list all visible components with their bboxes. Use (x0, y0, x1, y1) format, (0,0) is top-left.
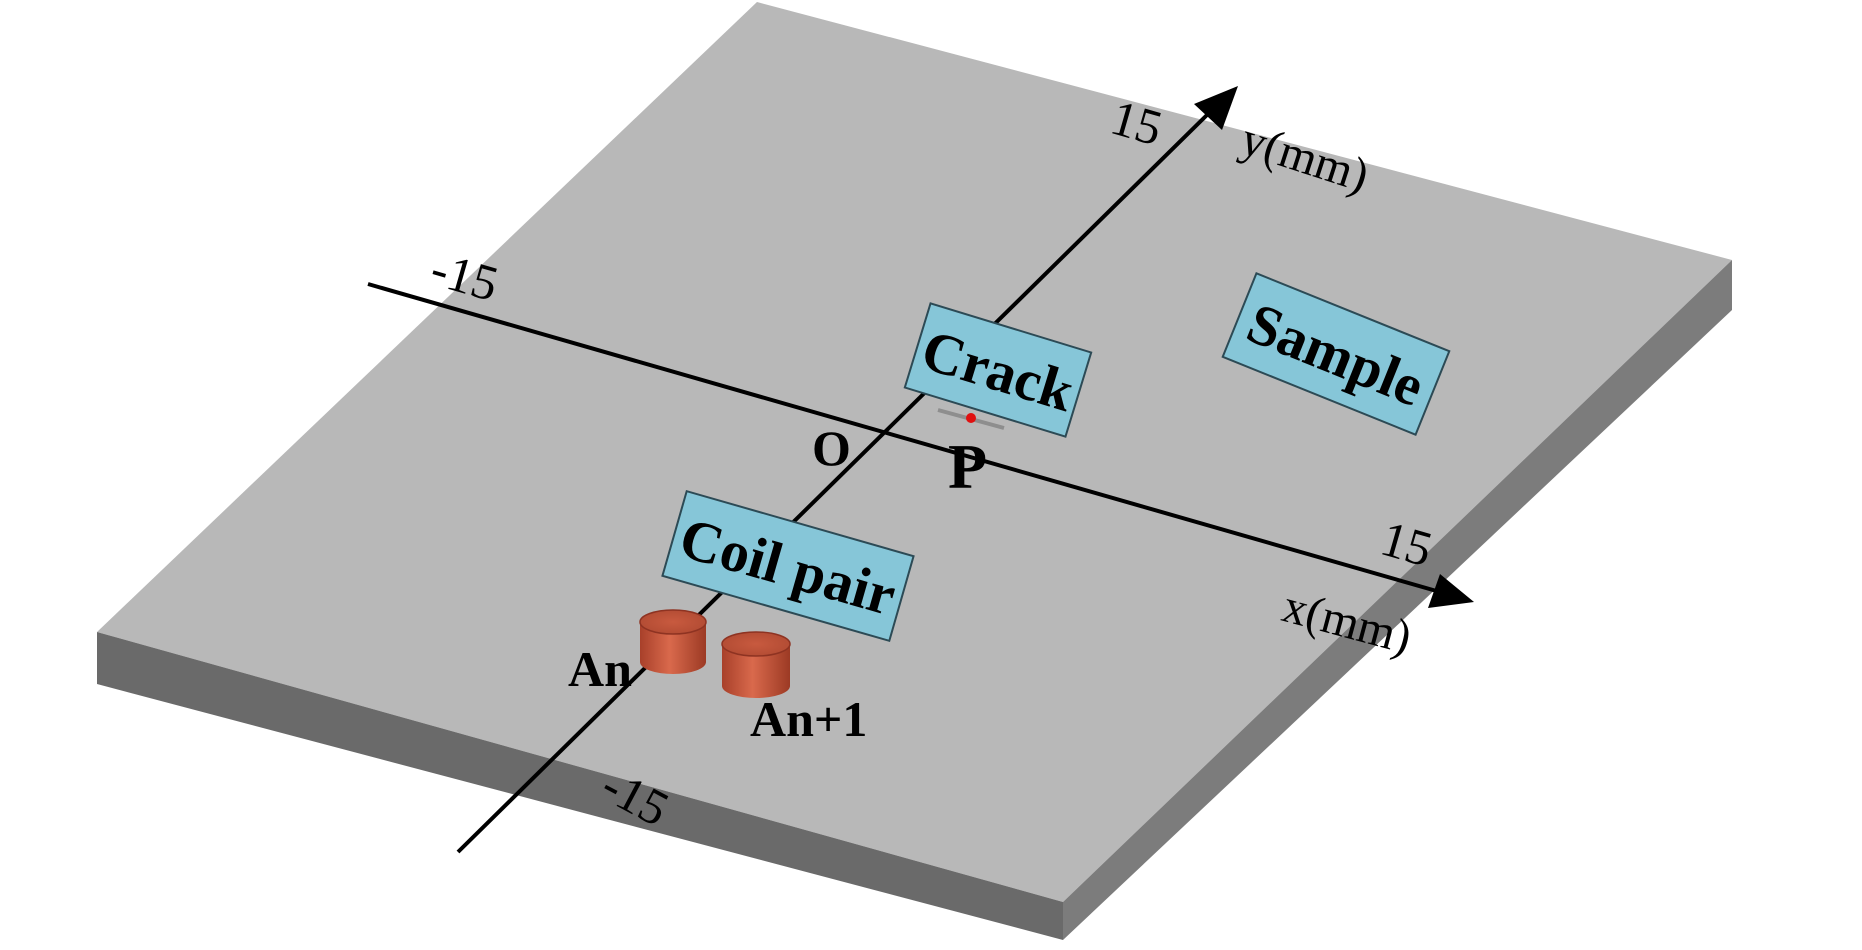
plate-side-face (1063, 260, 1732, 940)
point-p-marker (966, 413, 976, 423)
coil-pair-label-box: Coil pair (661, 489, 915, 643)
sample-plate (97, 2, 1732, 940)
plate-top-face (97, 2, 1732, 902)
plate-front-face (97, 632, 1063, 940)
x-axis (367, 282, 1474, 608)
origin-label: O (812, 420, 851, 476)
crack (937, 408, 1005, 430)
x-axis-arrowhead (1428, 574, 1474, 608)
coil-an-label: An (568, 641, 632, 697)
coil-an (639, 609, 707, 674)
coil-an-plus-1 (721, 631, 791, 698)
coil-an-plus-1-label: An+1 (750, 691, 867, 747)
y-axis-arrowhead (1194, 86, 1238, 130)
y-axis (456, 86, 1238, 854)
point-p-label: P (948, 431, 987, 502)
